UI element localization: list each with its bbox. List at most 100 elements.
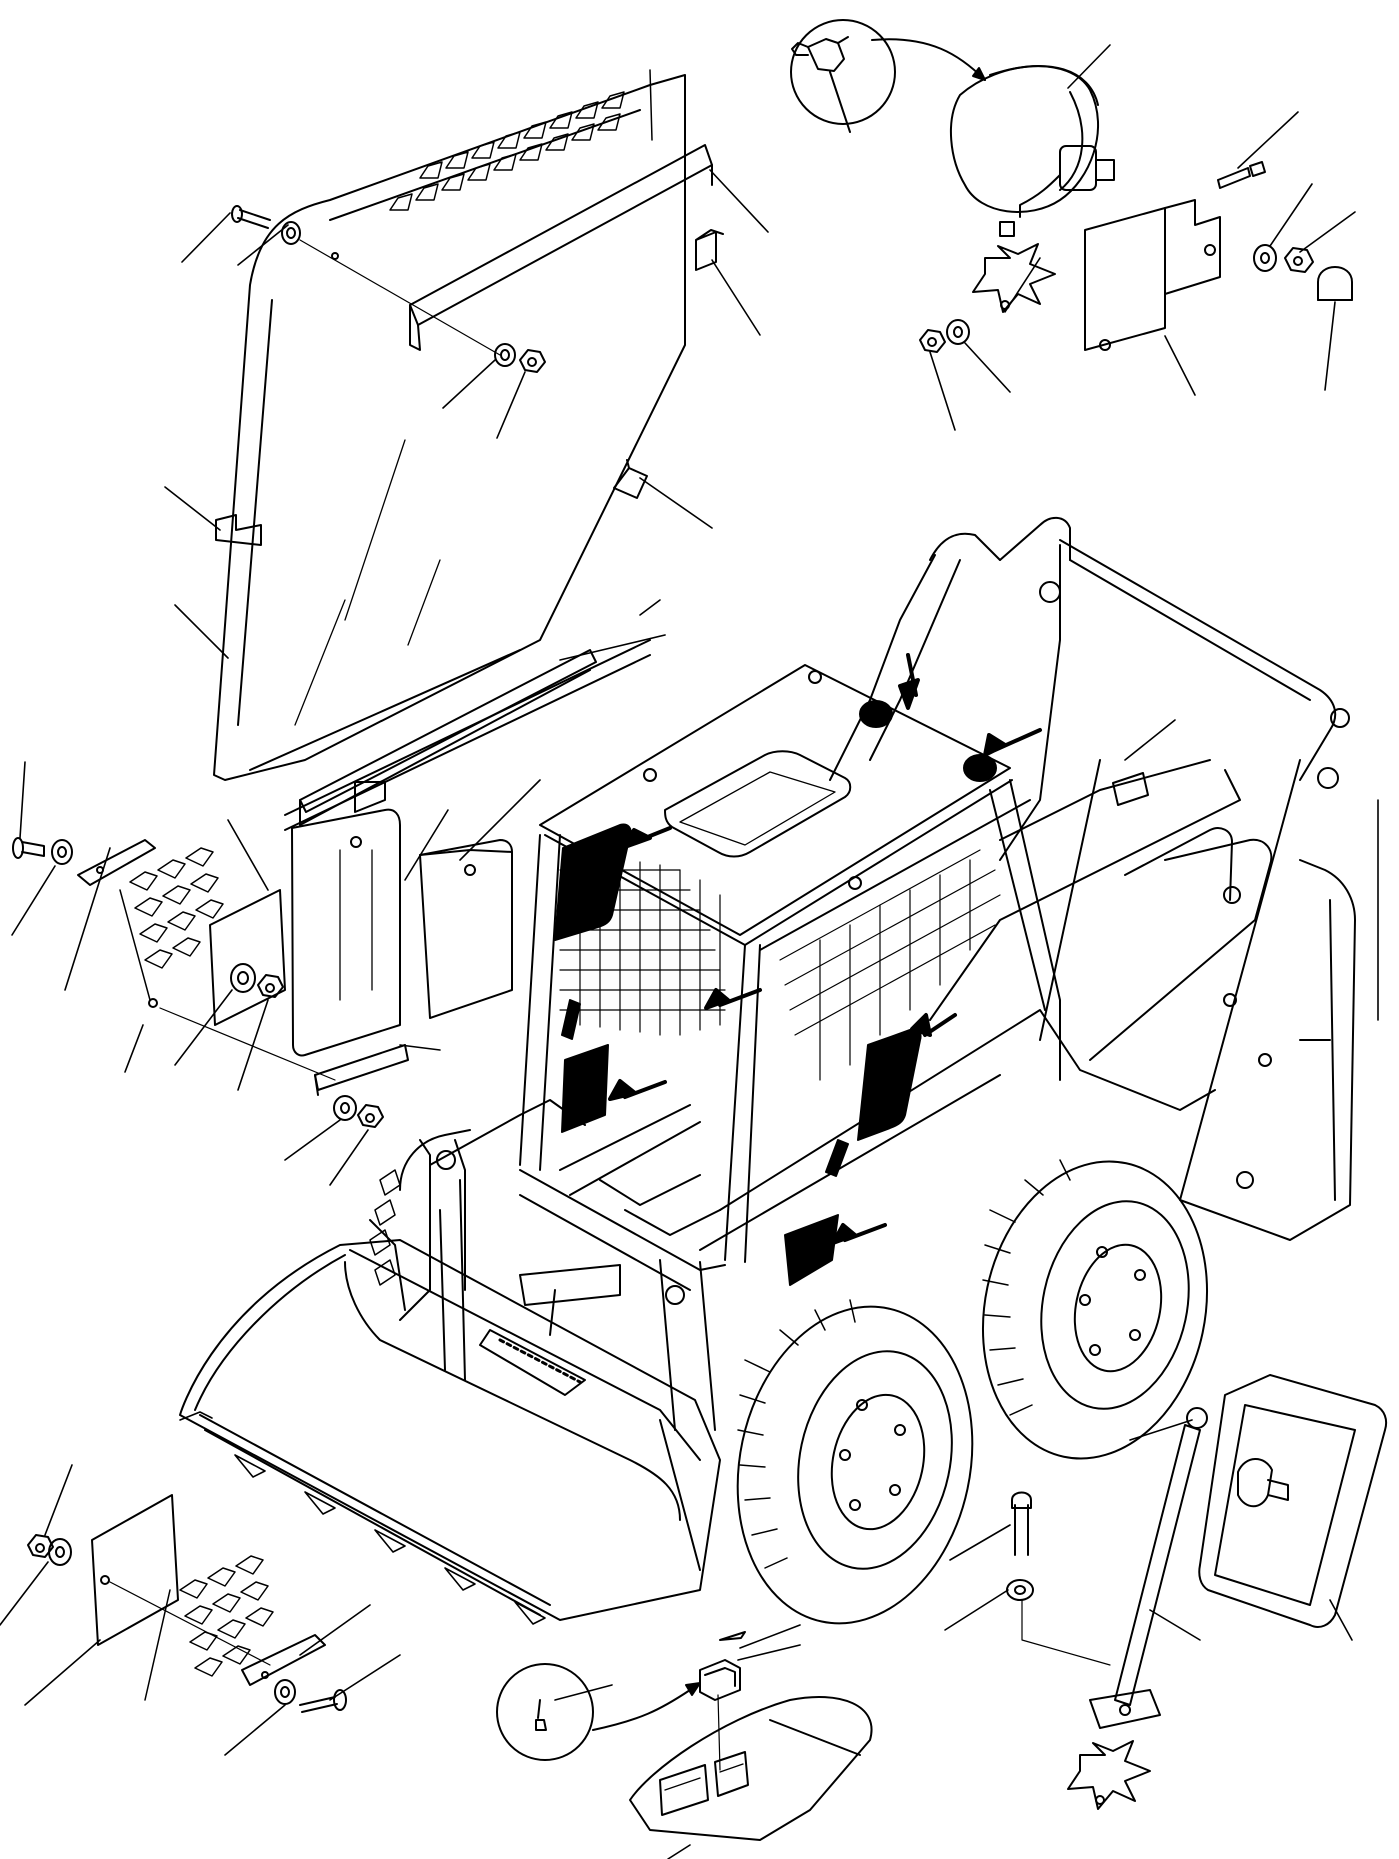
decal-icon (554, 823, 632, 941)
bucket-icon (179, 1239, 721, 1621)
mounting-surface-icon (972, 243, 1056, 313)
cap-nut-icon (1317, 266, 1353, 301)
roof-button-assembly (496, 1624, 873, 1859)
leader-lines (11, 761, 541, 1186)
nut-icon (519, 349, 546, 373)
glass-clip-icon (613, 459, 648, 499)
rear-view-mirror-icon (1198, 1374, 1388, 1628)
detail-arrow-curve (871, 38, 986, 81)
leader-lines (0, 1464, 401, 1756)
leader-lines (554, 1624, 801, 1859)
washer-icon (333, 1095, 357, 1121)
side-screen-assembly-lower (0, 1464, 401, 1756)
washer-icon (1006, 1579, 1034, 1601)
bolt-icon (231, 205, 271, 229)
nut-icon (357, 1104, 384, 1128)
nut-icon (27, 1534, 54, 1558)
nut-icon (919, 329, 946, 353)
mounting-hole-line (159, 1007, 336, 1081)
decal-icon (784, 1214, 839, 1286)
washer-icon (274, 1679, 296, 1705)
coupler-icon (479, 1264, 621, 1396)
work-lamp-assembly (790, 19, 1356, 431)
door-glass-assembly (164, 69, 769, 831)
lower-body-icon (399, 1099, 726, 1431)
rear-decal-icon (1112, 772, 1149, 806)
screen-cover-plate-icon (91, 1494, 179, 1646)
leader-lines (1124, 719, 1379, 1021)
seat-bracket-icon (314, 1044, 409, 1096)
wheel-icon (736, 1299, 974, 1625)
roof-knobs (859, 700, 997, 782)
leader-lines (929, 44, 1356, 431)
side-screen-assembly-left (11, 761, 541, 1186)
detail-arrowhead (685, 1682, 701, 1696)
washer-icon (230, 963, 256, 993)
detail-arrow-curve (592, 1689, 691, 1731)
arrow-icon (910, 1013, 957, 1037)
decal-icon (857, 1028, 922, 1141)
bolt-icon (12, 837, 45, 859)
decal-icon (561, 1044, 609, 1133)
detail-magnifier-circle (790, 19, 896, 125)
decal-arrows (608, 653, 1042, 1245)
lamp-connector-icon (791, 36, 851, 133)
nut-icon (257, 974, 284, 998)
glass-clip-icon (215, 514, 262, 546)
roof-panel-icon (629, 1694, 873, 1841)
glass-channel-upper-icon (409, 144, 713, 351)
mirror-mount-icon (1237, 1458, 1289, 1508)
loader-arm-left-icon (829, 532, 1101, 1041)
mirror-assembly (944, 1374, 1388, 1810)
screen-mesh-icon (389, 69, 653, 211)
bucket-teeth (179, 1411, 546, 1625)
cab-mesh-icon (559, 849, 1001, 1081)
door-glass-panel-icon (213, 74, 686, 781)
washer-icon (946, 319, 970, 345)
arrow-icon (983, 728, 1042, 757)
leader-lines (164, 169, 769, 661)
lamp-bracket-icon (1084, 199, 1221, 351)
loader-arm-right-icon (999, 516, 1356, 1241)
bolt-icon (1217, 161, 1266, 189)
work-lamp-icon (949, 65, 1099, 213)
roof-knob-icon (963, 754, 997, 782)
arrow-icon (620, 826, 672, 850)
roof-button-icon (699, 1631, 746, 1701)
washer-icon (494, 343, 516, 367)
seat-cushion-icon (291, 808, 401, 1057)
bolt-icon (299, 1689, 347, 1713)
screen-plate-icon (77, 839, 156, 886)
washer-icon (281, 221, 301, 245)
side-screen-icon (144, 1555, 274, 1701)
arrow-icon (831, 1223, 887, 1245)
arrow-icon (898, 653, 920, 710)
screen-plate-icon (241, 1634, 326, 1686)
mirror-stay-icon (1089, 1407, 1208, 1729)
glass-channel-bottom-icon (284, 639, 651, 831)
tire-tread-left (369, 1169, 401, 1286)
glass-clip-icon (695, 229, 724, 271)
washer-icon (51, 839, 73, 865)
body-side-icon (699, 759, 1331, 1251)
lamp-switch-icon (999, 145, 1115, 237)
washer-icon (48, 1538, 72, 1566)
loader-machine (179, 516, 1379, 1625)
arrow-icon (608, 1079, 667, 1101)
mounting-surface-icon (1067, 1740, 1151, 1810)
seat-back-cover-icon (419, 839, 513, 1019)
mounting-hole-line (1021, 1599, 1111, 1666)
detail-arrowhead (972, 67, 986, 81)
arrow-icon (704, 988, 762, 1010)
mounting-hole-line (109, 1581, 271, 1666)
seat-handle-icon (561, 999, 581, 1040)
detail-magnifier-circle (496, 1663, 594, 1761)
cab-decals (554, 823, 922, 1286)
wheel-icon (981, 1159, 1209, 1460)
leader-lines (944, 1419, 1353, 1641)
seat-handle-icon (825, 1139, 849, 1177)
pin-icon (535, 1699, 547, 1731)
washer-icon (1253, 244, 1277, 272)
bolt-icon (1011, 1491, 1032, 1556)
